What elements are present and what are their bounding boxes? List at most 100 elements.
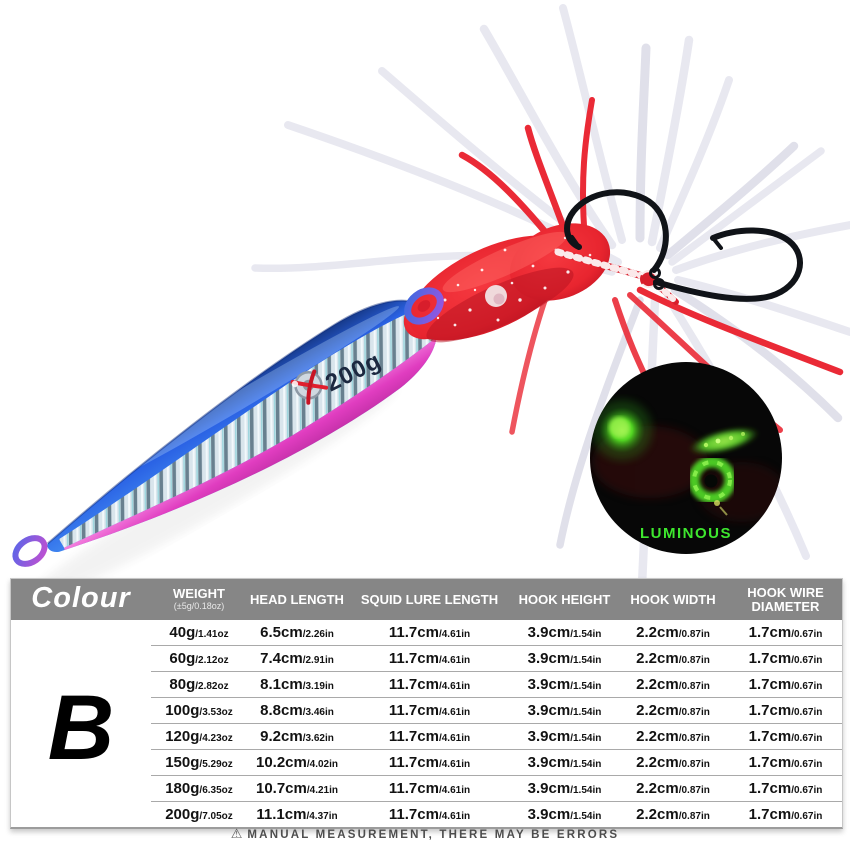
hook-height-cell: 3.9cm/1.54in — [512, 697, 617, 724]
head-length-cell: 9.2cm/3.62in — [247, 723, 347, 750]
imperial-value: /4.61in — [438, 628, 471, 640]
imperial-value: /2.91in — [302, 654, 334, 666]
weight-cell: 100g/3.53oz — [151, 697, 247, 724]
hook-width-cell: 2.2cm/0.87in — [617, 723, 729, 750]
luminous-label: LUMINOUS — [640, 525, 732, 542]
product-photo: 200g — [12, 4, 850, 604]
colour-cell: B — [11, 620, 151, 827]
metric-value: 11.1cm — [256, 805, 307, 823]
header-weight-tolerance: (±5g/0.18oz) — [173, 601, 225, 612]
imperial-value: /1.54in — [570, 654, 602, 666]
head-eyelet — [404, 287, 444, 325]
metric-value: 2.2cm — [636, 779, 679, 797]
metric-value: 1.7cm — [748, 701, 792, 719]
metric-value: 10.7cm — [255, 779, 307, 797]
metric-value: 40g — [169, 623, 196, 641]
glow-ball — [592, 400, 652, 460]
header-colour: Colour — [11, 579, 151, 620]
metric-value: 9.2cm — [260, 727, 303, 745]
squid-lure-length-cell: 11.7cm/4.61in — [347, 620, 512, 646]
imperial-value: /4.61in — [438, 758, 471, 770]
hook-height-cell: 3.9cm/1.54in — [512, 749, 617, 776]
metric-value: 3.9cm — [527, 675, 571, 693]
metric-value: 11.7cm — [388, 675, 439, 693]
squid-lure-length-cell: 11.7cm/4.61in — [347, 775, 512, 802]
imperial-value: /4.02in — [306, 758, 338, 770]
hook-wire-diameter-cell: 1.7cm/0.67in — [729, 775, 842, 802]
squid-lure-length-cell: 11.7cm/4.61in — [347, 723, 512, 750]
hook-wire-diameter-cell: 1.7cm/0.67in — [729, 645, 842, 672]
imperial-value: /0.87in — [678, 654, 710, 666]
spec-table-header: Colour WEIGHT (±5g/0.18oz) HEAD LENGTH S… — [11, 579, 842, 620]
header-squid-lure-length: SQUID LURE LENGTH — [347, 579, 512, 620]
hook-width-cell: 2.2cm/0.87in — [617, 801, 729, 827]
hook-width-cell: 2.2cm/0.87in — [617, 620, 729, 646]
header-weight-label: WEIGHT — [173, 586, 225, 602]
header-hook-height: HOOK HEIGHT — [512, 579, 617, 620]
imperial-value: /0.87in — [678, 628, 710, 640]
imperial-value: /1.54in — [570, 810, 602, 822]
imperial-value: /4.21in — [306, 784, 338, 796]
imperial-value: /1.54in — [570, 784, 602, 796]
imperial-value: /4.23oz — [199, 732, 233, 744]
metric-value: 1.7cm — [748, 649, 792, 667]
head-length-cell: 8.1cm/3.19in — [247, 671, 347, 698]
weight-cell: 60g/2.12oz — [151, 645, 247, 672]
imperial-value: /0.67in — [791, 680, 823, 692]
hook-width-cell: 2.2cm/0.87in — [617, 671, 729, 698]
hook-height-cell: 3.9cm/1.54in — [512, 620, 617, 646]
metric-value: 2.2cm — [636, 727, 679, 745]
hook-wire-diameter-cell: 1.7cm/0.67in — [729, 749, 842, 776]
weight-cell: 40g/1.41oz — [151, 620, 247, 646]
imperial-value: /0.87in — [678, 732, 710, 744]
metric-value: 3.9cm — [527, 649, 571, 667]
assist-hooks — [564, 189, 803, 302]
head-length-cell: 10.7cm/4.21in — [247, 775, 347, 802]
metric-value: 2.2cm — [636, 649, 679, 667]
hook-width-cell: 2.2cm/0.87in — [617, 775, 729, 802]
weight-cell: 80g/2.82oz — [151, 671, 247, 698]
imperial-value: /4.61in — [438, 810, 471, 822]
squid-lure-length-cell: 11.7cm/4.61in — [347, 697, 512, 724]
imperial-value: /3.62in — [302, 732, 334, 744]
imperial-value: /4.61in — [438, 706, 471, 718]
squid-lure-length-cell: 11.7cm/4.61in — [347, 801, 512, 827]
metric-value: 6.5cm — [260, 623, 303, 641]
squid-lure-length-cell: 11.7cm/4.61in — [347, 645, 512, 672]
imperial-value: /4.37in — [306, 810, 338, 822]
metric-value: 10.2cm — [255, 753, 307, 771]
imperial-value: /0.67in — [791, 810, 823, 822]
imperial-value: /0.67in — [791, 784, 823, 796]
header-weight: WEIGHT (±5g/0.18oz) — [151, 579, 247, 620]
squid-lure-length-cell: 11.7cm/4.61in — [347, 749, 512, 776]
metric-value: 11.7cm — [388, 649, 439, 667]
colour-code-value: B — [47, 676, 115, 779]
hook-wire-diameter-cell: 1.7cm/0.67in — [729, 620, 842, 646]
metric-value: 2.2cm — [636, 805, 679, 823]
head-length-cell: 8.8cm/3.46in — [247, 697, 347, 724]
weight-cell: 120g/4.23oz — [151, 723, 247, 750]
imperial-value: /1.54in — [570, 628, 602, 640]
hook-height-cell: 3.9cm/1.54in — [512, 723, 617, 750]
hook-wire-diameter-cell: 1.7cm/0.67in — [729, 671, 842, 698]
imperial-value: /0.67in — [791, 654, 823, 666]
hook-left — [564, 189, 669, 279]
imperial-value: /0.87in — [678, 706, 710, 718]
metric-value: 11.7cm — [388, 805, 439, 823]
metric-value: 80g — [169, 675, 196, 693]
imperial-value: /0.87in — [678, 758, 710, 770]
metric-value: 2.2cm — [636, 753, 679, 771]
hook-wire-diameter-cell: 1.7cm/0.67in — [729, 723, 842, 750]
imperial-value: /0.67in — [791, 732, 823, 744]
imperial-value: /3.46in — [302, 706, 334, 718]
metric-value: 8.8cm — [260, 701, 303, 719]
metric-value: 60g — [169, 649, 196, 667]
imperial-value: /4.61in — [438, 680, 471, 692]
tail-eyelet — [12, 535, 48, 567]
